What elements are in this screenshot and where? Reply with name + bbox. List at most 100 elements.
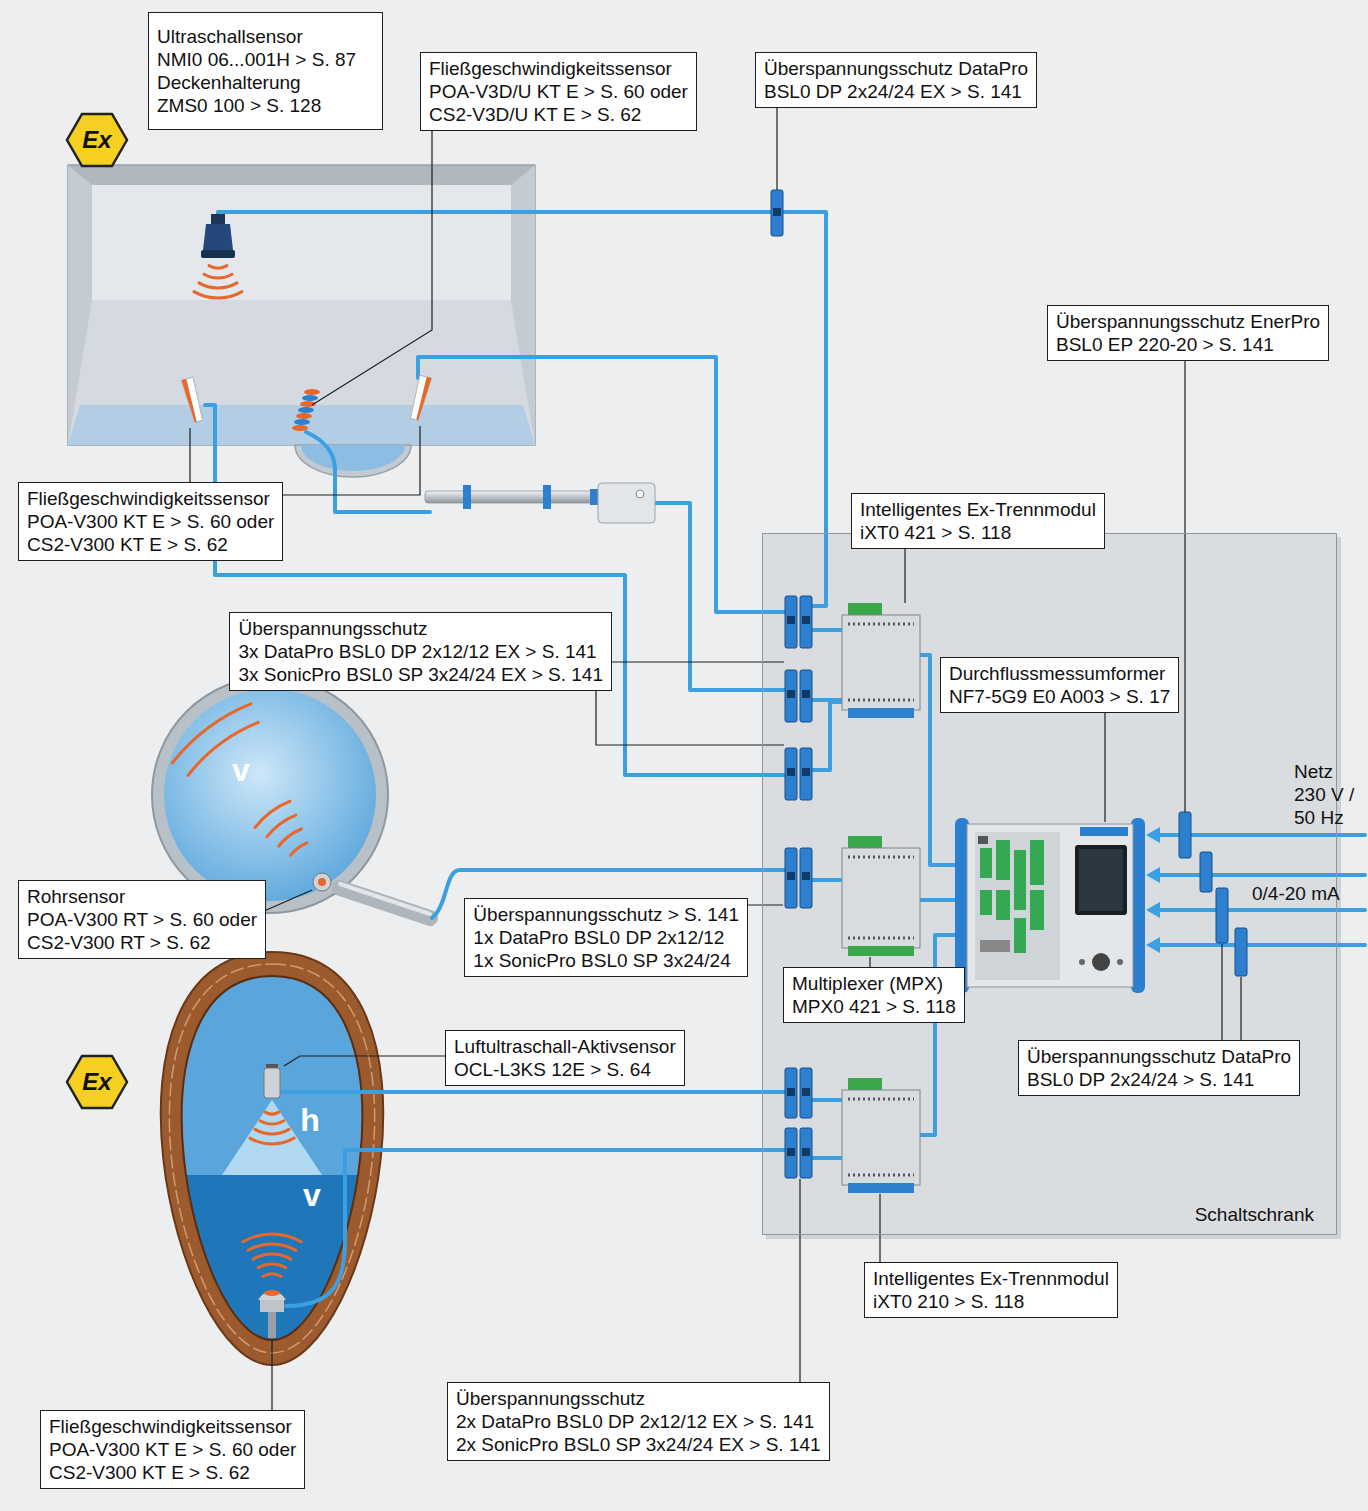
- leader-line: [1240, 977, 1241, 1044]
- callout-box: UltraschallsensorNMI0 06...001H > S. 87D…: [148, 12, 383, 130]
- sound-wave: [194, 266, 242, 298]
- multiplexer-module: [848, 856, 914, 859]
- cable: [286, 1150, 786, 1306]
- cable: [812, 878, 842, 882]
- cable: [205, 405, 786, 775]
- velocity-sensor: [182, 377, 205, 423]
- callout-text: CS2-V3D/U KT E > S. 62: [429, 103, 688, 126]
- sound-wave: [248, 1244, 296, 1250]
- multiplexer-module: [848, 937, 914, 940]
- pipe-sensor: [313, 873, 331, 891]
- leader-line: [904, 548, 905, 603]
- callout-box: FließgeschwindigkeitssensorPOA-V3D/U KT …: [420, 52, 697, 131]
- flow-transmitter: [1030, 840, 1044, 885]
- sound-wave: [291, 843, 308, 856]
- isolator-module: [848, 1098, 914, 1101]
- callout-text: POA-V300 KT E > S. 60 oder: [27, 510, 274, 533]
- leader-line: [1184, 356, 1185, 812]
- cabinet-ground: [762, 533, 1341, 1239]
- velocity-sensor: [182, 379, 198, 423]
- callout-text: POA-V300 RT > S. 60 oder: [27, 908, 257, 931]
- callout-text: 2x SonicPro BSL0 SP 3x24/24 EX > S. 141: [456, 1433, 821, 1456]
- signal-label: 0/4-20 mA: [1252, 882, 1340, 905]
- surge-protector: [800, 670, 812, 722]
- callout-text: Intelligentes Ex-Trennmodul: [860, 498, 1096, 521]
- velocity-sensor: [258, 1290, 286, 1300]
- callout-text: Intelligentes Ex-Trennmodul: [873, 1267, 1109, 1290]
- surge-protector-band: [787, 690, 795, 698]
- sound-wave: [260, 1121, 284, 1124]
- callout-text: Überspannungsschutz DataPro: [764, 57, 1028, 80]
- callout-text: Überspannungsschutz > S. 141: [473, 903, 739, 926]
- leader-line: [744, 904, 783, 905]
- surge-protector: [785, 1068, 797, 1118]
- flow-transmitter: [1014, 850, 1026, 910]
- surge-protector-band: [773, 208, 781, 216]
- level-sensor: [264, 1064, 280, 1098]
- surge-protector: [1235, 928, 1247, 976]
- callout-text: Rohrsensor: [27, 885, 257, 908]
- flow-transmitter: [1080, 827, 1128, 836]
- sound-wave: [209, 266, 227, 268]
- surge-protector: [1216, 888, 1228, 943]
- surge-protector: [771, 190, 783, 236]
- isolator-module: [842, 615, 920, 710]
- signal-arrowhead: [1146, 827, 1160, 953]
- signal-arrowhead: [1146, 902, 1160, 918]
- callout-box: Multiplexer (MPX)MPX0 421 > S. 118: [783, 967, 965, 1023]
- velocity-sensor: [260, 1300, 284, 1312]
- leader-line: [312, 128, 432, 405]
- leader-line: [270, 426, 420, 495]
- mounting-rod: [425, 483, 655, 523]
- mounting-rod: [463, 485, 471, 509]
- velocity-sensor: [304, 389, 320, 395]
- surge-protector: [800, 748, 812, 800]
- velocity-sensor: [296, 413, 312, 419]
- callout-text: iXT0 421 > S. 118: [860, 521, 1096, 544]
- cable: [920, 898, 955, 902]
- surge-protector-band: [787, 872, 795, 880]
- surge-protector: [785, 596, 797, 648]
- surge-protector-band: [787, 1148, 795, 1156]
- sound-wave: [255, 1129, 289, 1134]
- surge-protector-band: [802, 616, 810, 624]
- flow-transmitter: [1014, 918, 1026, 953]
- surge-protector-band: [787, 768, 795, 776]
- cabinet-panel: SchaltschrankDurchflussmessumformerNF7-5…: [762, 533, 1337, 1235]
- flow-transmitter: [996, 840, 1010, 880]
- multiplexer-module: [848, 946, 914, 956]
- callout-text: BSL0 DP 2x24/24 > S. 141: [1027, 1068, 1291, 1091]
- flow-transmitter: [980, 848, 992, 878]
- chamber-drawing: [68, 300, 535, 445]
- pipe-sensor: [318, 878, 326, 886]
- velocity-sensor: [294, 419, 310, 425]
- callout-text: CS2-V300 KT E > S. 62: [49, 1461, 296, 1484]
- egg-sewer-drawing: [100, 952, 450, 1365]
- egg-sewer-drawing: [222, 1100, 322, 1175]
- velocity-sensor: [298, 407, 314, 413]
- surge-protector: [800, 1068, 812, 1118]
- quantity-symbol: v: [303, 1179, 321, 1211]
- sound-wave: [267, 815, 296, 837]
- leader-line: [271, 1340, 272, 1414]
- callout-text: Deckenhalterung: [157, 71, 374, 94]
- sound-wave: [204, 274, 232, 278]
- signal-arrowhead: [1146, 867, 1160, 883]
- cable: [280, 1090, 786, 1094]
- leader-line: [284, 1056, 452, 1066]
- ultrasonic-sensor: [201, 250, 235, 258]
- velocity-sensor: [302, 395, 318, 401]
- signal-arrowhead: [1146, 937, 1160, 953]
- chamber-drawing: [92, 185, 511, 300]
- callout-text: BSL0 DP 2x24/24 EX > S. 141: [764, 80, 1028, 103]
- callout-text: 1x DataPro BSL0 DP 2x12/12: [473, 926, 739, 949]
- ex-hexagon: [67, 1056, 127, 1108]
- cable: [920, 935, 955, 1135]
- surge-protector-band: [787, 616, 795, 624]
- velocity-sensor: [409, 375, 432, 421]
- isolator-module: [848, 708, 914, 718]
- flow-transmitter: [1079, 959, 1085, 965]
- surge-protector-band: [802, 1148, 810, 1156]
- callout-text: CS2-V300 KT E > S. 62: [27, 533, 274, 556]
- callout-text: Fließgeschwindigkeitssensor: [429, 57, 688, 80]
